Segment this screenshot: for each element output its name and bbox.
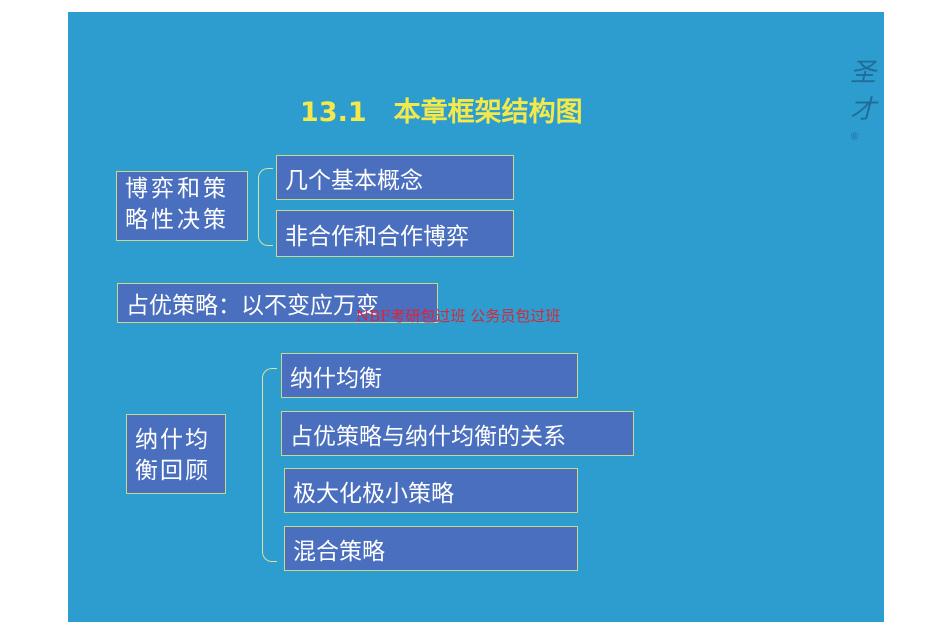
- label-line: 衡回顾: [135, 458, 210, 484]
- box-dominant-nash-relation: 占优策略与纳什均衡的关系: [281, 411, 634, 456]
- box-nash-review: 纳什均 衡回顾: [126, 414, 226, 494]
- watermark: NBF考研包过班 公务员包过班: [356, 307, 561, 325]
- logo: 圣才®: [850, 58, 877, 143]
- brace: [258, 168, 273, 246]
- box-nash-equilibrium: 纳什均衡: [281, 353, 578, 398]
- box-mixed-strategy: 混合策略: [284, 526, 578, 571]
- box-dominant-strategy: 占优策略：以不变应万变: [117, 283, 438, 323]
- box-maximin: 极大化极小策略: [284, 468, 578, 513]
- label-line: 博弈和策: [125, 176, 229, 202]
- label-line: 略性决策: [125, 207, 229, 233]
- box-noncoop-coop: 非合作和合作博弈: [276, 210, 514, 257]
- label-line: 纳什均: [135, 427, 210, 453]
- brace: [262, 368, 277, 562]
- box-basic-concepts: 几个基本概念: [276, 155, 514, 200]
- box-game-theory-decisions: 博弈和策 略性决策: [116, 171, 248, 241]
- slide-title: 13.1 本章框架结构图: [300, 97, 583, 128]
